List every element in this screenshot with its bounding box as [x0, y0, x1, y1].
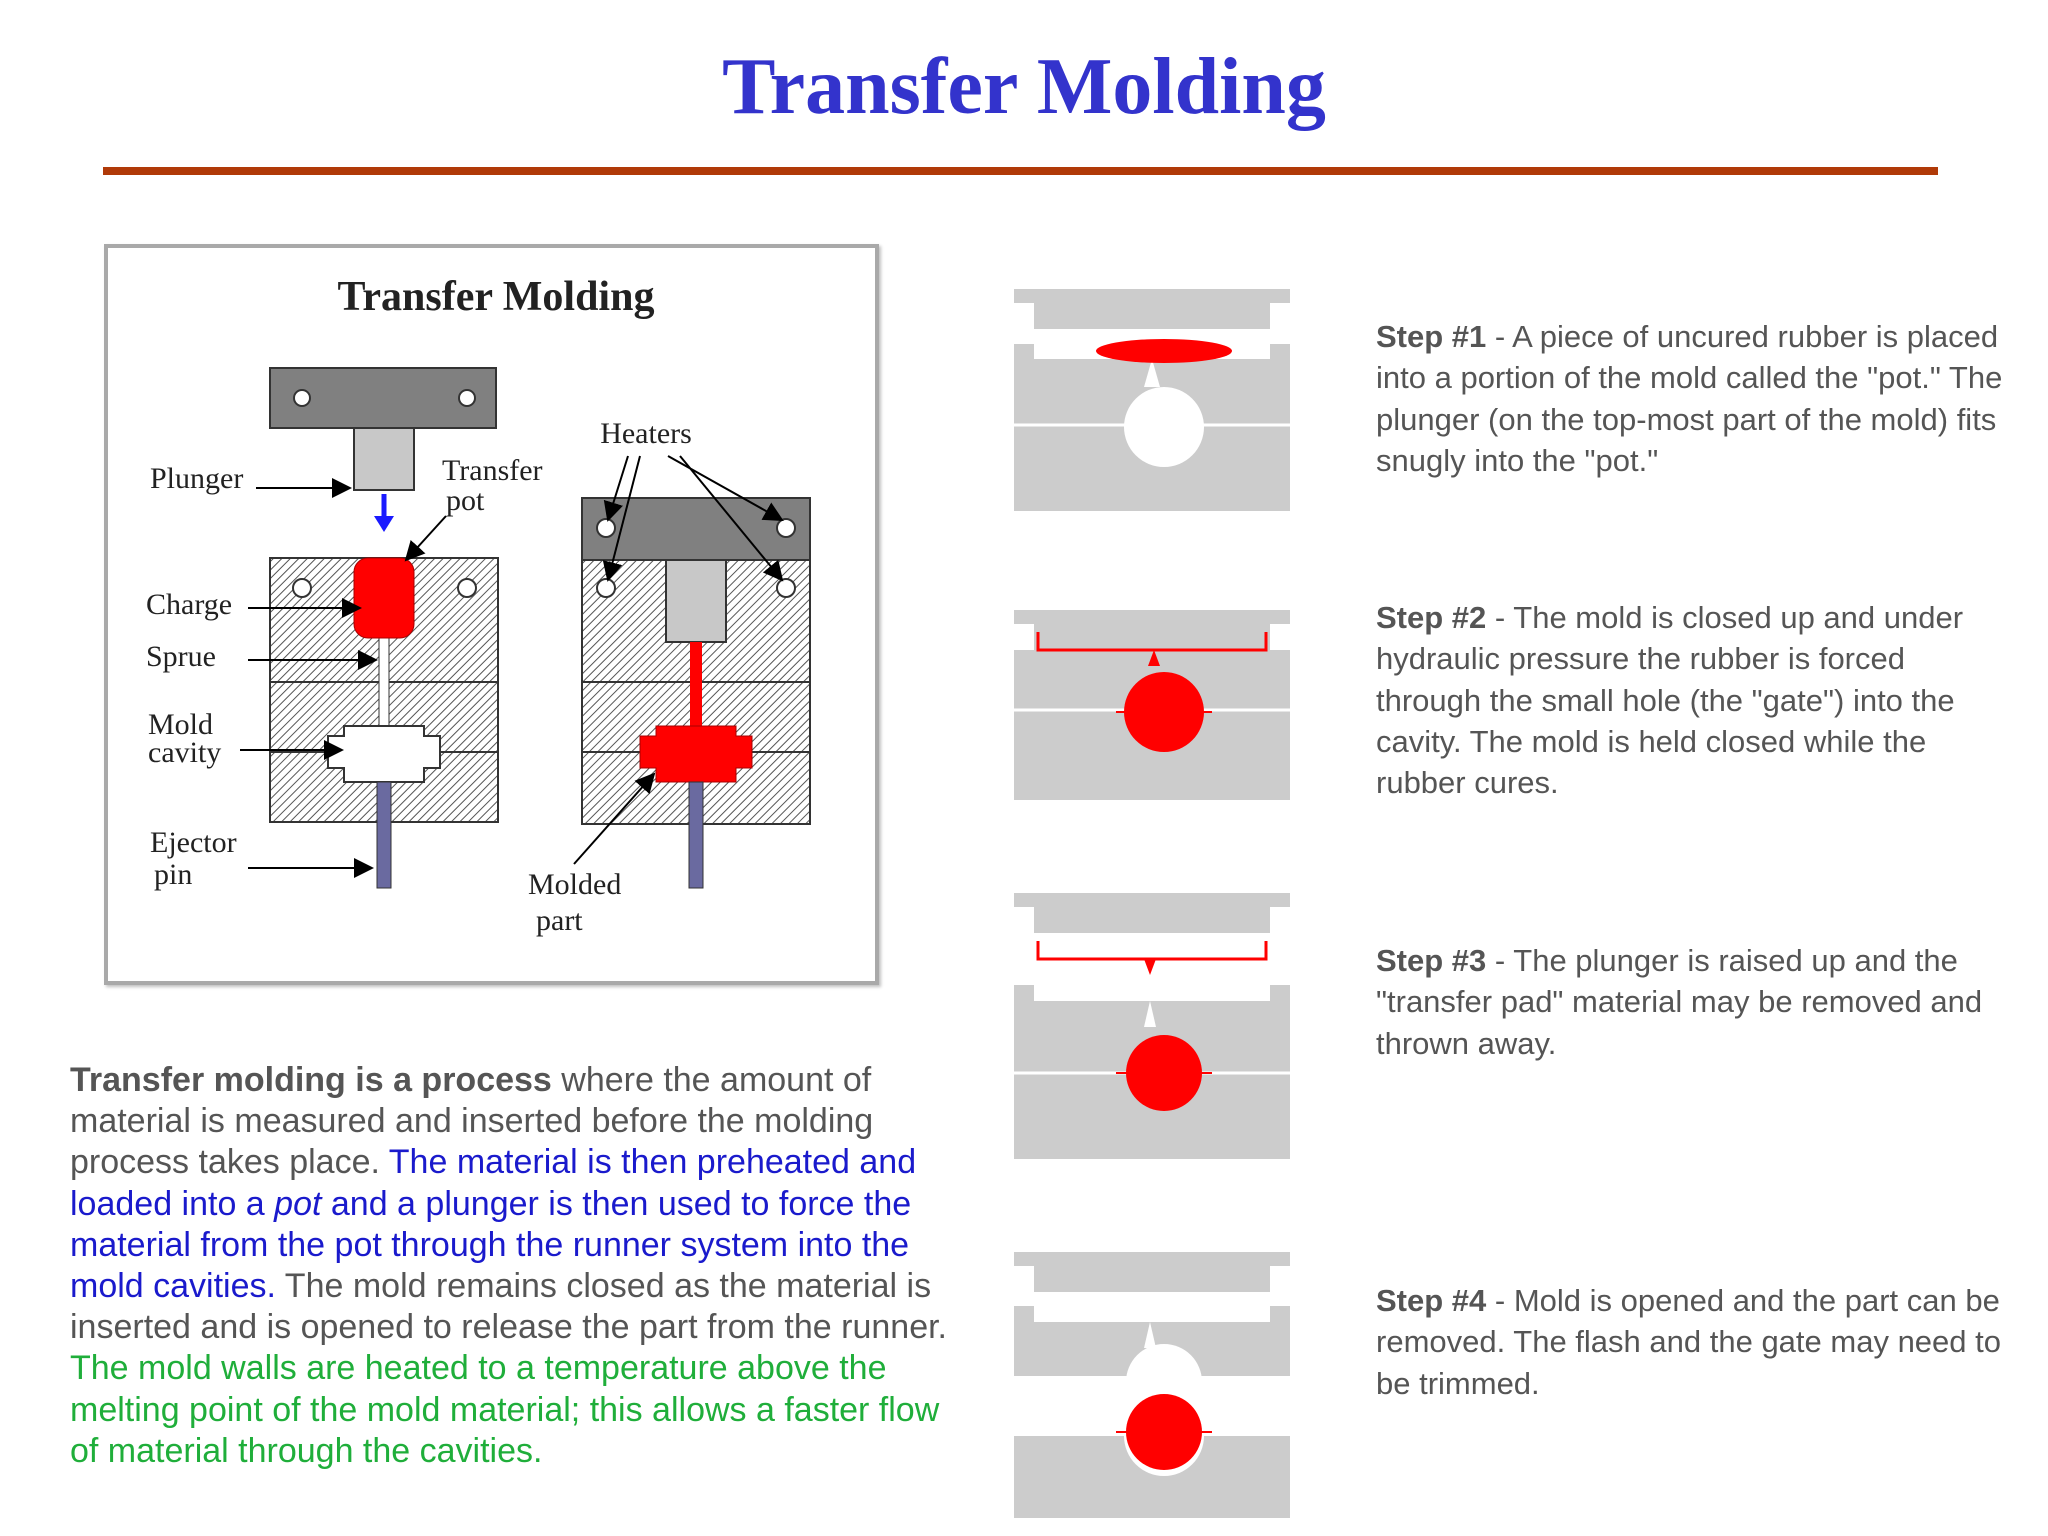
transfer-molding-diagram: Transfer Molding [104, 244, 879, 985]
title-divider [103, 167, 1938, 175]
step2-image [1014, 610, 1290, 800]
step4-label: Step #4 [1376, 1283, 1487, 1318]
step2-description: - The mold is closed up and under hydrau… [1376, 600, 1964, 801]
diagram-canvas: Transfer Molding [146, 274, 811, 937]
plunger [269, 367, 497, 491]
step4-description: - Mold is opened and the part can be rem… [1376, 1283, 2001, 1401]
label-ejector: Ejector [150, 826, 237, 859]
label-molded: Molded [528, 868, 621, 901]
label-sprue: Sprue [146, 640, 216, 673]
label-heaters: Heaters [600, 417, 692, 450]
label-mold: Mold [148, 708, 213, 741]
step4-image [1014, 1252, 1290, 1518]
description-green: The mold walls are heated to a temperatu… [70, 1349, 940, 1470]
figure-title: Transfer Molding [338, 274, 655, 320]
label-charge: Charge [146, 588, 232, 621]
label-transfer: Transfer [442, 454, 543, 487]
step1-text: Step #1 - A piece of uncured rubber is p… [1376, 316, 2016, 481]
description-blue2: and a plunger is then used to force the … [70, 1184, 912, 1306]
description-blue1: The material is then preheated and loade… [70, 1143, 917, 1223]
page-title: Transfer Molding [722, 43, 1326, 131]
step3-description: - The plunger is raised up and the "tran… [1376, 943, 1983, 1061]
description-pot: pot [274, 1184, 322, 1223]
step3-label: Step #3 [1376, 943, 1487, 978]
ejector-pin-right [688, 781, 704, 889]
step2-text: Step #2 - The mold is closed up and unde… [1376, 597, 2016, 803]
charge-material [353, 557, 415, 639]
molded-part [639, 642, 753, 783]
label-plunger: Plunger [150, 462, 243, 495]
step3-image [1014, 893, 1290, 1159]
label-pin: pin [154, 858, 192, 891]
description-part1: where the amount of material is measured… [70, 1061, 874, 1182]
ejector-pin [376, 781, 392, 889]
process-description: Transfer molding is a process where the … [70, 1060, 970, 1472]
description-lead: Transfer molding is a process [70, 1061, 552, 1099]
description-part2: The mold remains closed as the material … [70, 1267, 947, 1347]
label-pot: pot [446, 484, 485, 517]
label-cavity: cavity [148, 736, 221, 769]
plunger-arrow-icon [374, 494, 394, 532]
step1-description: - A piece of uncured rubber is placed in… [1376, 319, 2003, 478]
step3-text: Step #3 - The plunger is raised up and t… [1376, 940, 2016, 1064]
label-part: part [536, 904, 583, 937]
step1-label: Step #1 [1376, 319, 1487, 354]
step4-text: Step #4 - Mold is opened and the part ca… [1376, 1280, 2016, 1404]
step1-image [1014, 289, 1290, 511]
step2-label: Step #2 [1376, 600, 1487, 635]
